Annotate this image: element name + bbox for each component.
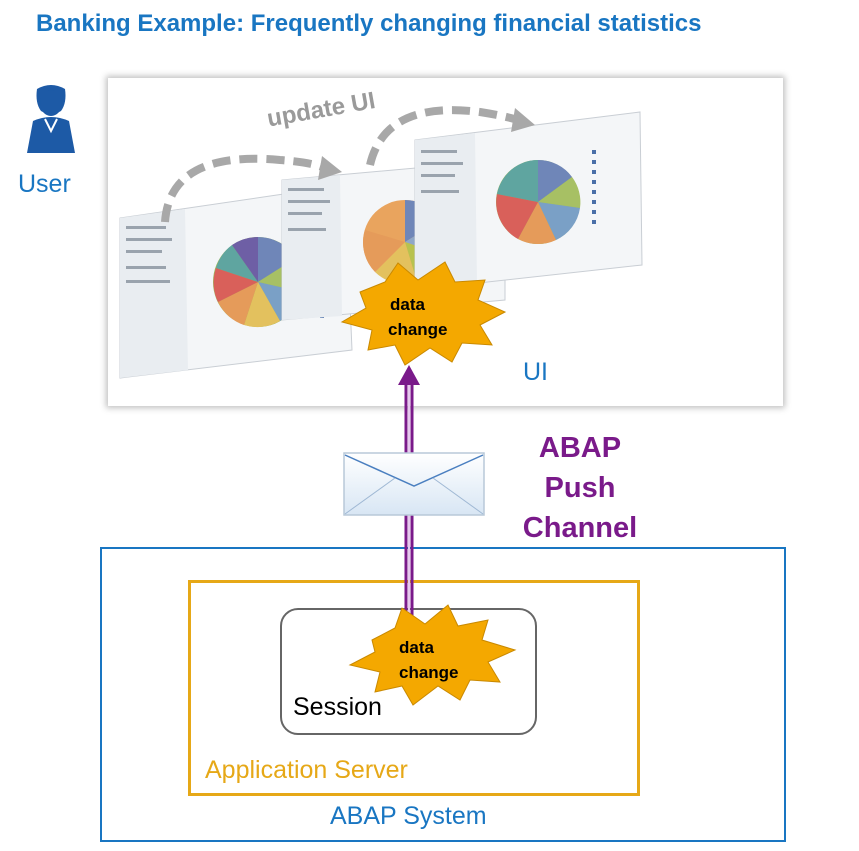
abap-system-box (100, 547, 786, 842)
session-label: Session (293, 693, 382, 721)
user-label: User (18, 170, 71, 198)
burst-bottom-line2: change (399, 663, 459, 682)
abap-push-channel-label: ABAP Push Channel (505, 428, 655, 548)
burst-top-line1: data (390, 295, 425, 314)
burst-bottom-line1: data (399, 638, 434, 657)
application-server-box (188, 580, 640, 796)
channel-line2: Push (544, 472, 616, 504)
ui-label: UI (523, 358, 548, 386)
burst-top-line2: change (388, 320, 448, 339)
channel-line3: Channel (522, 512, 638, 544)
channel-line1: ABAP (538, 432, 622, 464)
ui-panel (108, 78, 783, 406)
application-server-label: Application Server (205, 756, 408, 784)
abap-system-label: ABAP System (330, 802, 487, 830)
page-title: Banking Example: Frequently changing fin… (36, 10, 702, 37)
